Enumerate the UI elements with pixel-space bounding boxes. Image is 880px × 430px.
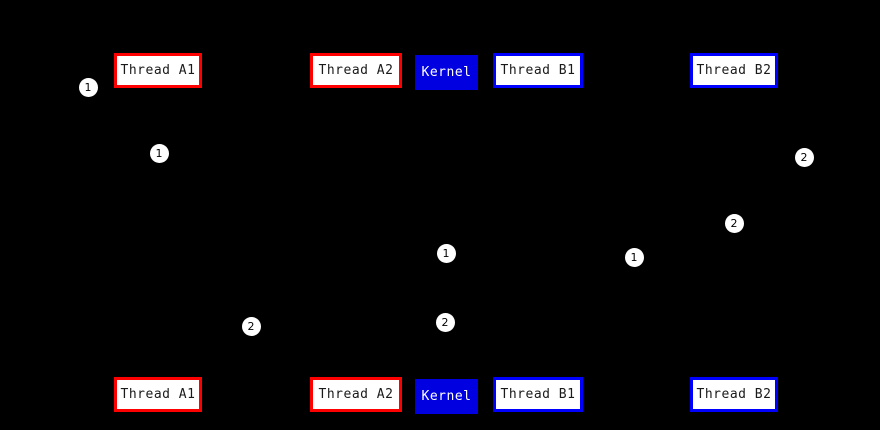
participant-kernel-bottom[interactable]: Kernel <box>415 379 478 414</box>
message-b2-top <box>734 157 804 158</box>
step-badge-1: 1 <box>436 243 456 263</box>
message-b2-mid <box>640 223 734 224</box>
lifeline-stub-thread-b1-top <box>537 88 540 93</box>
lifeline-thread-b1 <box>538 88 539 377</box>
lifeline-stub-thread-a1-top <box>157 88 160 93</box>
message-kernel-2 <box>356 322 446 323</box>
participant-thread-a2-bottom[interactable]: Thread A2 <box>310 377 402 412</box>
participant-label: Thread A1 <box>120 387 196 402</box>
step-badge-1: 1 <box>78 77 98 97</box>
message-b1-1 <box>538 257 634 258</box>
lifeline-stub-kernel-top <box>445 88 448 93</box>
participant-label: Kernel <box>421 65 472 80</box>
lifeline-stub-thread-b1-bottom <box>537 372 540 377</box>
step-badge-1: 1 <box>149 143 169 163</box>
step-badge-2: 2 <box>241 316 261 336</box>
step-badge-2: 2 <box>435 312 455 332</box>
participant-label: Thread A2 <box>318 387 394 402</box>
participant-thread-b2-bottom[interactable]: Thread B2 <box>690 377 778 412</box>
participant-label: Thread B1 <box>500 63 576 78</box>
step-badge-2: 2 <box>724 213 744 233</box>
message-a1-mid <box>158 153 258 154</box>
lifeline-kernel <box>446 88 447 377</box>
participant-thread-b1-bottom[interactable]: Thread B1 <box>493 377 583 412</box>
participant-label: Thread B2 <box>696 63 772 78</box>
participant-thread-b1-top[interactable]: Thread B1 <box>493 53 583 88</box>
participant-label: Thread B1 <box>500 387 576 402</box>
lifeline-thread-a2 <box>356 88 357 377</box>
lifeline-thread-a1 <box>158 88 159 377</box>
lifeline-stub-thread-a2-bottom <box>355 372 358 377</box>
participant-label: Kernel <box>421 389 472 404</box>
participant-label: Thread A2 <box>318 63 394 78</box>
participant-kernel-top[interactable]: Kernel <box>415 55 478 90</box>
lifeline-thread-b2 <box>734 88 735 377</box>
participant-label: Thread A1 <box>120 63 196 78</box>
lifeline-stub-thread-b2-bottom <box>733 372 736 377</box>
lifeline-stub-thread-b2-top <box>733 88 736 93</box>
participant-thread-b2-top[interactable]: Thread B2 <box>690 53 778 88</box>
lifeline-stub-thread-a2-top <box>355 88 358 93</box>
message-kernel-1 <box>446 253 538 254</box>
message-a2-2 <box>251 326 356 327</box>
participant-thread-a2-top[interactable]: Thread A2 <box>310 53 402 88</box>
step-badge-1: 1 <box>624 247 644 267</box>
participant-label: Thread B2 <box>696 387 772 402</box>
participant-thread-a1-bottom[interactable]: Thread A1 <box>114 377 202 412</box>
lifeline-stub-thread-a1-bottom <box>157 372 160 377</box>
participant-thread-a1-top[interactable]: Thread A1 <box>114 53 202 88</box>
lifeline-stub-kernel-bottom <box>445 372 448 377</box>
step-badge-2: 2 <box>794 147 814 167</box>
